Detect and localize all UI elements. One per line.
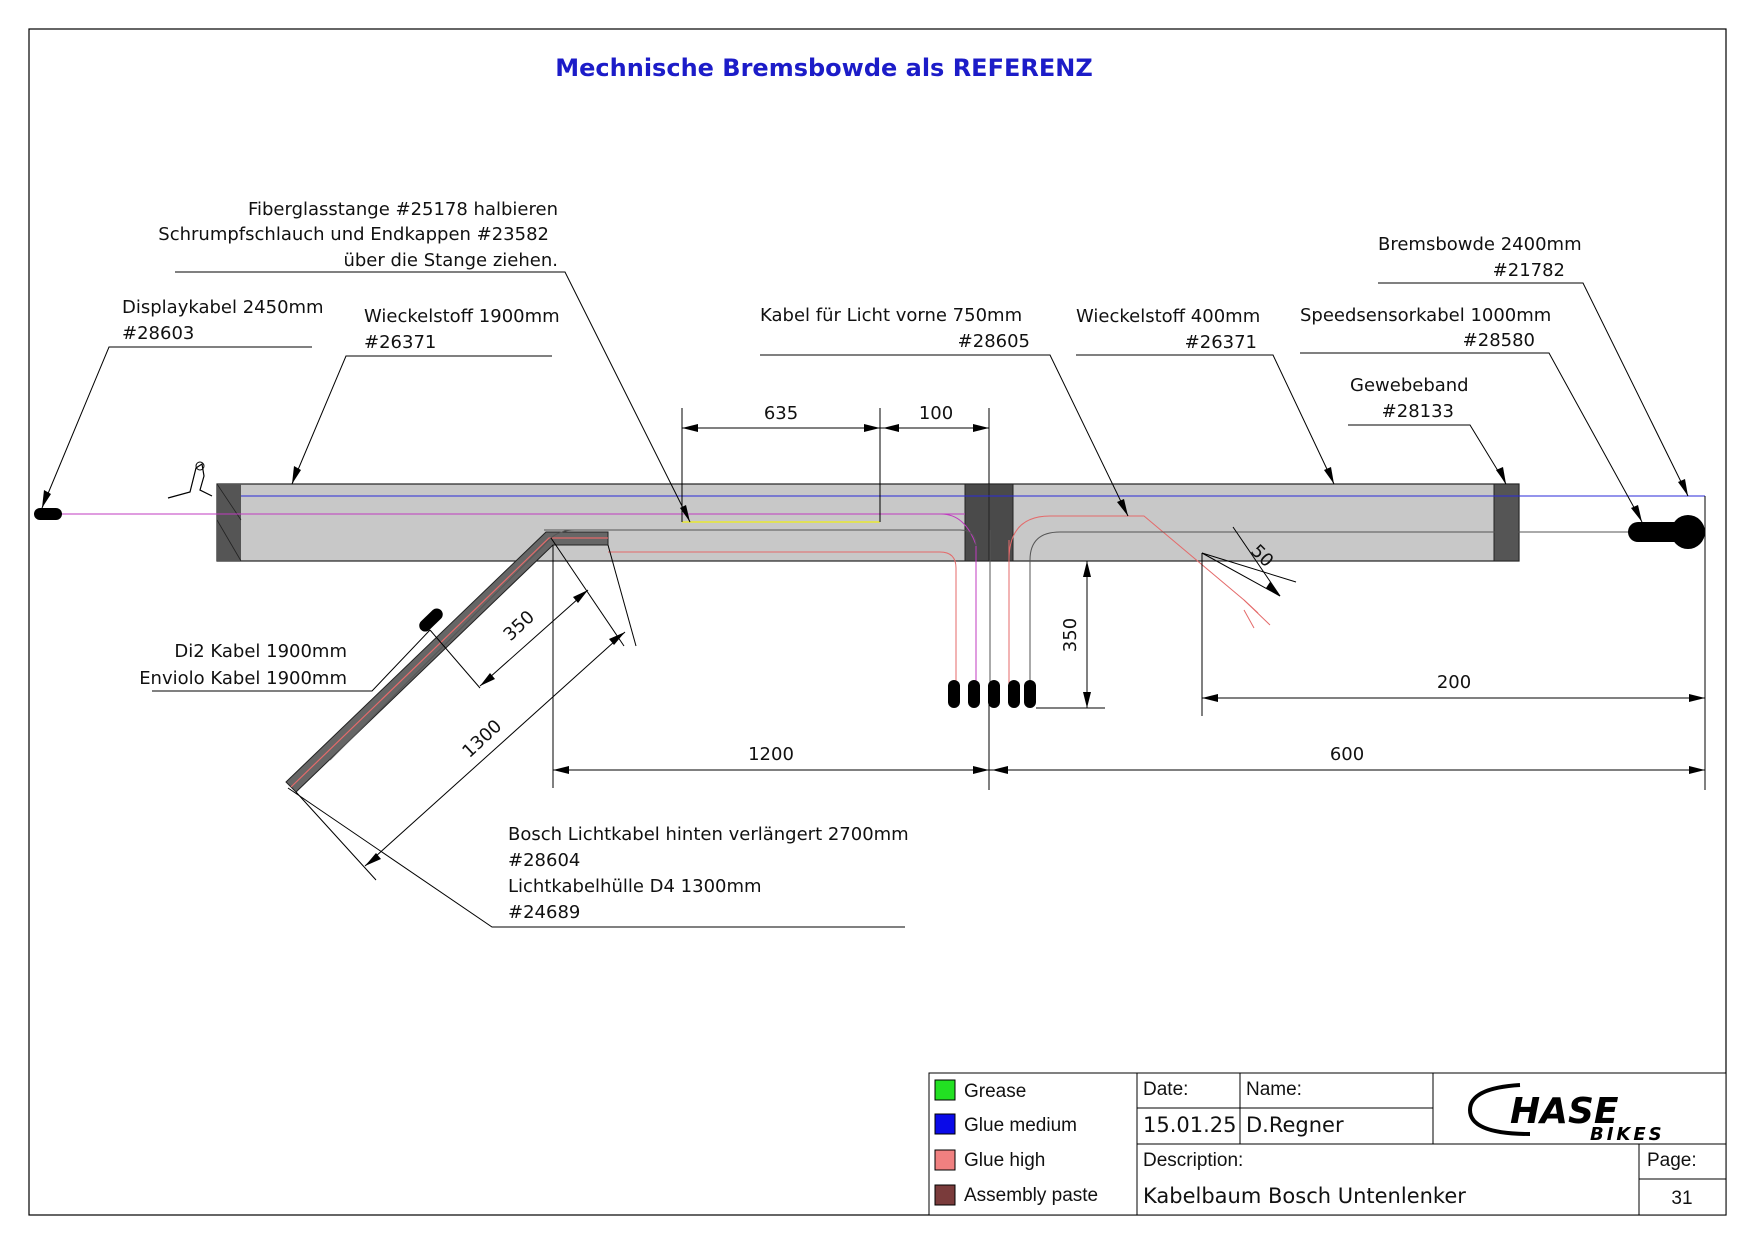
svg-text:#28580: #28580 xyxy=(1463,330,1535,351)
di2-connector xyxy=(419,608,443,632)
callout-wickel-left: Wieckelstoff 1900mm #26371 xyxy=(291,306,560,485)
callout-fabric-tape: Gewebeband #28133 xyxy=(1348,375,1507,485)
date-value: 15.01.25 xyxy=(1143,1113,1237,1137)
callout-bosch-rear: Bosch Lichtkabel hinten verlängert 2700m… xyxy=(287,787,909,928)
cable-connectors xyxy=(948,680,1036,708)
dimension-100: 100 xyxy=(880,403,990,484)
svg-text:#24689: #24689 xyxy=(508,902,580,923)
svg-text:100: 100 xyxy=(919,403,953,424)
diagonal-tube xyxy=(285,531,609,793)
dimension-600: 600 xyxy=(989,744,1705,774)
brake-lever-icon xyxy=(167,461,213,499)
svg-text:200: 200 xyxy=(1437,672,1471,693)
svg-text:1200: 1200 xyxy=(748,744,794,765)
svg-text:Fiberglasstange #25178 halbier: Fiberglasstange #25178 halbieren xyxy=(248,199,558,220)
dimension-200: 200 xyxy=(1201,496,1706,790)
svg-text:#26371: #26371 xyxy=(1185,332,1257,353)
callout-brake-cable: Bremsbowde 2400mm #21782 xyxy=(1378,234,1689,497)
legend-label-glue-medium: Glue medium xyxy=(964,1115,1077,1136)
description-label: Description: xyxy=(1143,1150,1243,1171)
svg-text:#28603: #28603 xyxy=(122,323,194,344)
title-block: Grease Glue medium Glue high Assembly pa… xyxy=(928,1072,1727,1216)
callout-fiberglass: Fiberglasstange #25178 halbieren Schrump… xyxy=(158,199,691,523)
svg-text:600: 600 xyxy=(1330,744,1364,765)
display-connector xyxy=(34,508,62,520)
legend-swatch-grease xyxy=(934,1079,956,1101)
hase-bikes-logo: HASE BIKES xyxy=(1467,1083,1665,1145)
legend-swatch-assembly-paste xyxy=(934,1184,956,1206)
legend-swatch-glue-medium xyxy=(934,1113,956,1135)
name-value: D.Regner xyxy=(1246,1113,1344,1137)
svg-text:1300: 1300 xyxy=(458,716,506,763)
svg-text:Bosch Lichtkabel hinten verlän: Bosch Lichtkabel hinten verlängert 2700m… xyxy=(508,824,909,845)
sheet-frame xyxy=(28,28,1727,1216)
svg-text:Enviolo Kabel 1900mm: Enviolo Kabel 1900mm xyxy=(139,668,347,689)
legend-label-assembly-paste: Assembly paste xyxy=(964,1185,1098,1206)
svg-text:Displaykabel 2450mm: Displaykabel 2450mm xyxy=(122,297,324,318)
page-number: 31 xyxy=(1671,1188,1692,1209)
svg-text:#28133: #28133 xyxy=(1382,401,1454,422)
date-label: Date: xyxy=(1143,1079,1188,1100)
svg-text:#21782: #21782 xyxy=(1493,260,1565,281)
svg-text:#28604: #28604 xyxy=(508,850,580,871)
handlebar-tube xyxy=(216,483,1520,562)
svg-text:Lichtkabelhülle D4 1300mm: Lichtkabelhülle D4 1300mm xyxy=(508,876,762,897)
svg-text:635: 635 xyxy=(764,403,798,424)
description-value: Kabelbaum Bosch Untenlenker xyxy=(1143,1184,1466,1208)
svg-text:Bremsbowde 2400mm: Bremsbowde 2400mm xyxy=(1378,234,1582,255)
svg-text:Di2 Kabel 1900mm: Di2 Kabel 1900mm xyxy=(174,641,347,662)
dimension-350-vertical: 350 xyxy=(1036,561,1105,709)
callout-wickel-right: Wieckelstoff 400mm #26371 xyxy=(1076,306,1335,485)
legend: Grease Glue medium Glue high Assembly pa… xyxy=(934,1079,1098,1206)
svg-text:350: 350 xyxy=(500,607,539,646)
logo-main-text: HASE xyxy=(1510,1091,1619,1132)
callout-di2: Di2 Kabel 1900mm Enviolo Kabel 1900mm xyxy=(139,629,431,692)
callout-speed-sensor: Speedsensorkabel 1000mm #28580 xyxy=(1300,305,1643,523)
dimension-1200: 1200 xyxy=(552,545,990,790)
svg-text:Gewebeband: Gewebeband xyxy=(1350,375,1469,396)
logo-sub-text: BIKES xyxy=(1590,1124,1665,1145)
svg-text:350: 350 xyxy=(1060,618,1081,652)
svg-text:Kabel für Licht vorne 750mm: Kabel für Licht vorne 750mm xyxy=(760,305,1022,326)
callout-display-cable: Displaykabel 2450mm #28603 xyxy=(41,297,324,509)
name-label: Name: xyxy=(1246,1079,1302,1100)
legend-swatch-glue-high xyxy=(934,1149,956,1171)
svg-text:Schrumpfschlauch und Endkappen: Schrumpfschlauch und Endkappen #23582 xyxy=(158,224,549,245)
cable-routing xyxy=(48,495,1705,761)
brake-lever-end xyxy=(1628,515,1705,549)
page-label: Page: xyxy=(1647,1150,1697,1171)
legend-label-glue-high: Glue high xyxy=(964,1150,1045,1171)
svg-text:Wieckelstoff 400mm: Wieckelstoff 400mm xyxy=(1076,306,1260,327)
svg-text:#28605: #28605 xyxy=(958,331,1030,352)
dimension-635: 635 xyxy=(681,403,881,522)
svg-text:#26371: #26371 xyxy=(364,332,436,353)
svg-text:Wieckelstoff 1900mm: Wieckelstoff 1900mm xyxy=(364,306,560,327)
legend-label-grease: Grease xyxy=(964,1081,1026,1102)
drawing-title: Mechnische Bremsbowde als REFERENZ xyxy=(555,54,1092,82)
svg-text:über die Stange ziehen.: über die Stange ziehen. xyxy=(343,250,558,271)
svg-text:Speedsensorkabel 1000mm: Speedsensorkabel 1000mm xyxy=(1300,305,1551,326)
callout-light-front: Kabel für Licht vorne 750mm #28605 xyxy=(760,305,1129,517)
